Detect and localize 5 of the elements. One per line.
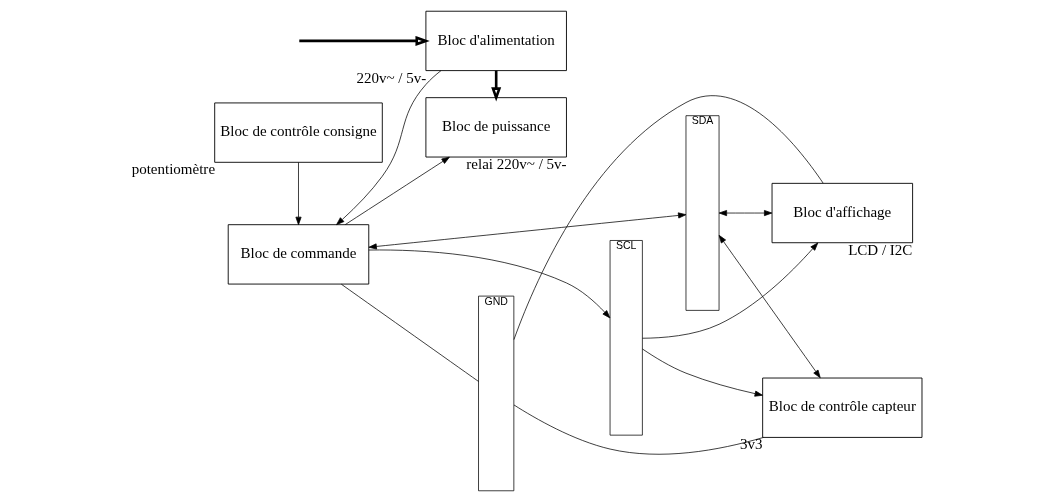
node-label: 3v3 — [739, 436, 763, 453]
node-label: relai 220v~ / 5v- — [465, 156, 567, 173]
node-label: LCD / I2C — [847, 241, 912, 258]
node-label: 220v~ / 5v- — [355, 69, 426, 86]
node-label: potentiomètre — [131, 161, 215, 178]
